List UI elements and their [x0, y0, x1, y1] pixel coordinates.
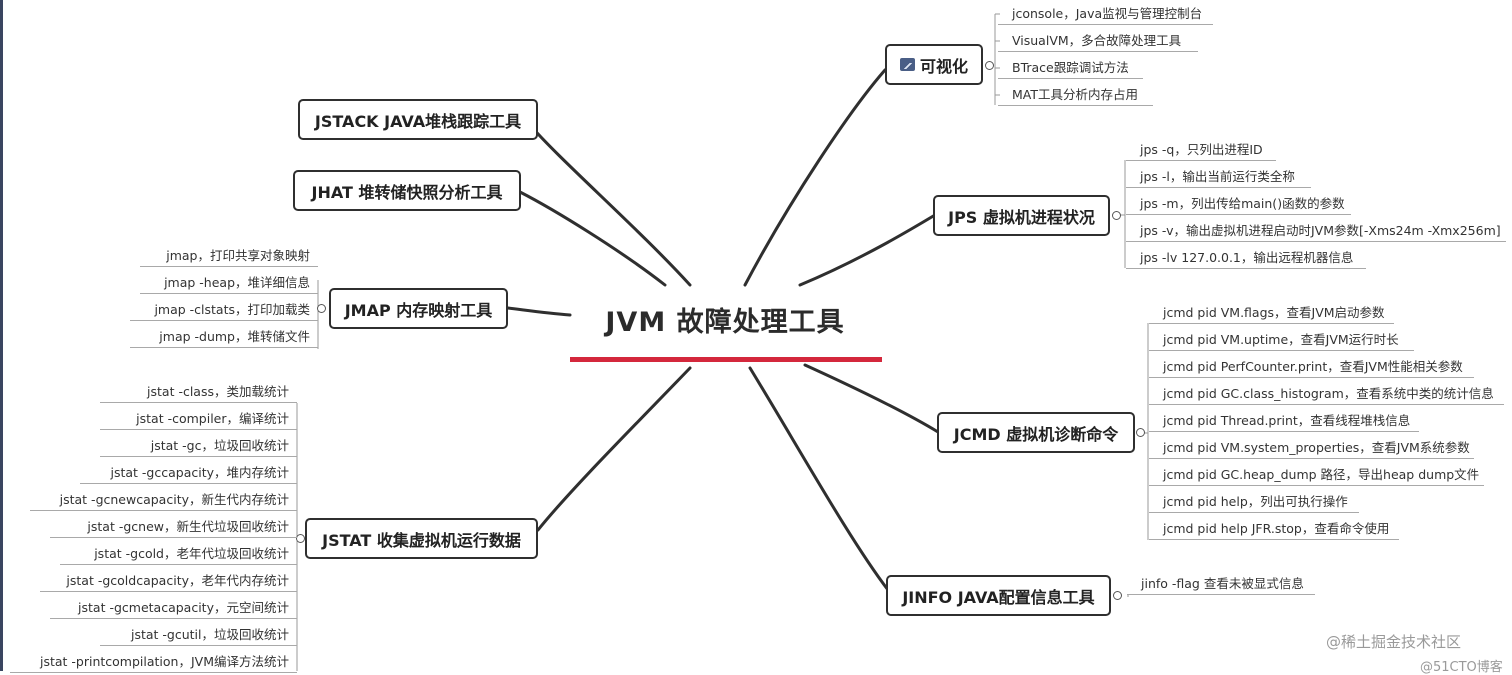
leaf-jstat-10[interactable]: jstat -printcompilation，JVM编译方法统计: [10, 651, 297, 673]
chart-image-icon: [899, 58, 915, 71]
leaf-jmap-3[interactable]: jmap -dump，堆转储文件: [130, 326, 318, 348]
collapse-toggle-jmap[interactable]: [317, 304, 326, 313]
leaf-visual-0[interactable]: jconsole，Java监视与管理控制台: [998, 3, 1213, 25]
branch-label-jmap: JMAP 内存映射工具: [344, 300, 493, 320]
window-left-edge: [0, 0, 3, 671]
leaf-jstat-3[interactable]: jstat -gccapacity，堆内存统计: [80, 462, 297, 484]
leaf-jps-4[interactable]: jps -lv 127.0.0.1，输出远程机器信息: [1126, 247, 1366, 269]
leaf-jps-3[interactable]: jps -v，输出虚拟机进程启动时JVM参数[-Xms24m -Xmx256m]: [1126, 220, 1506, 242]
leaf-jstat-2[interactable]: jstat -gc，垃圾回收统计: [100, 435, 297, 457]
collapse-toggle-jcmd[interactable]: [1136, 428, 1145, 437]
connector-jstack: [528, 123, 692, 287]
collapse-toggle-jps[interactable]: [1112, 211, 1121, 220]
leaf-jcmd-0[interactable]: jcmd pid VM.flags，查看JVM启动参数: [1149, 302, 1394, 324]
connector-jinfo: [748, 366, 890, 592]
collapse-toggle-visual[interactable]: [985, 61, 994, 70]
leaf-jmap-2[interactable]: jmap -clstats，打印加载类: [130, 299, 318, 321]
leaf-jcmd-3[interactable]: jcmd pid GC.class_histogram，查看系统中类的统计信息: [1149, 383, 1504, 405]
leaf-jmap-1[interactable]: jmap -heap，堆详细信息: [140, 272, 318, 294]
branch-node-jps[interactable]: JPS 虚拟机进程状况: [933, 195, 1110, 236]
leaf-visual-3[interactable]: MAT工具分析内存占用: [998, 84, 1153, 106]
leaf-visual-2[interactable]: BTrace跟踪调试方法: [998, 57, 1143, 79]
central-topic-underline: [570, 357, 882, 362]
leaf-jstat-7[interactable]: jstat -gcoldcapacity，老年代内存统计: [40, 570, 297, 592]
leaf-jcmd-8[interactable]: jcmd pid help JFR.stop，查看命令使用: [1149, 518, 1399, 540]
branch-label-jhat: JHAT 堆转储快照分析工具: [311, 182, 503, 202]
branch-node-jhat[interactable]: JHAT 堆转储快照分析工具: [293, 170, 521, 211]
connector-visual: [743, 68, 887, 287]
branch-label-jps: JPS 虚拟机进程状况: [948, 207, 1095, 227]
leaf-jcmd-5[interactable]: jcmd pid VM.system_properties，查看JVM系统参数: [1149, 437, 1474, 459]
leaf-jcmd-6[interactable]: jcmd pid GC.heap_dump 路径，导出heap dump文件: [1149, 464, 1484, 486]
leaf-jstat-6[interactable]: jstat -gcold，老年代垃圾回收统计: [60, 543, 297, 565]
leaf-jstat-4[interactable]: jstat -gcnewcapacity，新生代内存统计: [30, 489, 297, 511]
leaf-jcmd-4[interactable]: jcmd pid Thread.print，查看线程堆栈信息: [1149, 410, 1419, 432]
leaf-jcmd-1[interactable]: jcmd pid VM.uptime，查看JVM运行时长: [1149, 329, 1414, 351]
connector-jmap: [506, 306, 572, 317]
branch-label-jcmd: JCMD 虚拟机诊断命令: [953, 424, 1119, 444]
branch-label-jstack: JSTACK JAVA堆栈跟踪工具: [314, 111, 522, 131]
branch-node-visual[interactable]: 可视化: [885, 44, 983, 85]
watermark-51cto: @51CTO博客: [1420, 660, 1503, 675]
leaf-jcmd-2[interactable]: jcmd pid PerfCounter.print，查看JVM性能相关参数: [1149, 356, 1474, 378]
branch-label-visual: 可视化: [919, 56, 968, 76]
branch-node-jstat[interactable]: JSTAT 收集虚拟机运行数据: [305, 518, 538, 559]
collapse-toggle-jstat[interactable]: [296, 534, 305, 543]
leaf-jstat-8[interactable]: jstat -gcmetacapacity，元空间统计: [50, 597, 297, 619]
leaf-jstat-1[interactable]: jstat -compiler，编译统计: [100, 408, 297, 430]
connector-jps: [798, 213, 937, 287]
leaf-jmap-0[interactable]: jmap，打印共享对象映射: [140, 245, 318, 267]
leaf-jstat-5[interactable]: jstat -gcnew，新生代垃圾回收统计: [50, 516, 297, 538]
leaf-jstat-0[interactable]: jstat -class，类加载统计: [100, 381, 297, 403]
leaf-jcmd-7[interactable]: jcmd pid help，列出可执行操作: [1149, 491, 1359, 513]
branch-node-jmap[interactable]: JMAP 内存映射工具: [329, 288, 508, 329]
collapse-toggle-jinfo[interactable]: [1113, 591, 1122, 600]
branch-label-jstat: JSTAT 收集虚拟机运行数据: [322, 530, 521, 550]
branch-label-jinfo: JINFO JAVA配置信息工具: [902, 587, 1095, 607]
leaf-jinfo-0[interactable]: jinfo -flag 查看未被显式信息: [1127, 573, 1315, 595]
branch-node-jcmd[interactable]: JCMD 虚拟机诊断命令: [937, 412, 1135, 453]
connector-jstat: [536, 366, 692, 532]
leaf-jps-1[interactable]: jps -l，输出当前运行类全称: [1126, 166, 1311, 188]
leaf-jps-2[interactable]: jps -m，列出传给main()函数的参数: [1126, 193, 1351, 215]
watermark-juejin: @稀土掘金技术社区: [1326, 633, 1462, 651]
leaf-jstat-9[interactable]: jstat -gcutil，垃圾回收统计: [100, 624, 297, 646]
leaf-jps-0[interactable]: jps -q，只列出进程ID: [1126, 139, 1276, 161]
branch-node-jstack[interactable]: JSTACK JAVA堆栈跟踪工具: [298, 99, 538, 140]
branch-node-jinfo[interactable]: JINFO JAVA配置信息工具: [886, 575, 1111, 616]
connector-jhat: [518, 190, 667, 287]
central-topic-title[interactable]: JVM 故障处理工具: [605, 307, 845, 338]
connector-jcmd: [803, 363, 940, 434]
leaf-visual-1[interactable]: VisualVM，多合故障处理工具: [998, 30, 1198, 52]
